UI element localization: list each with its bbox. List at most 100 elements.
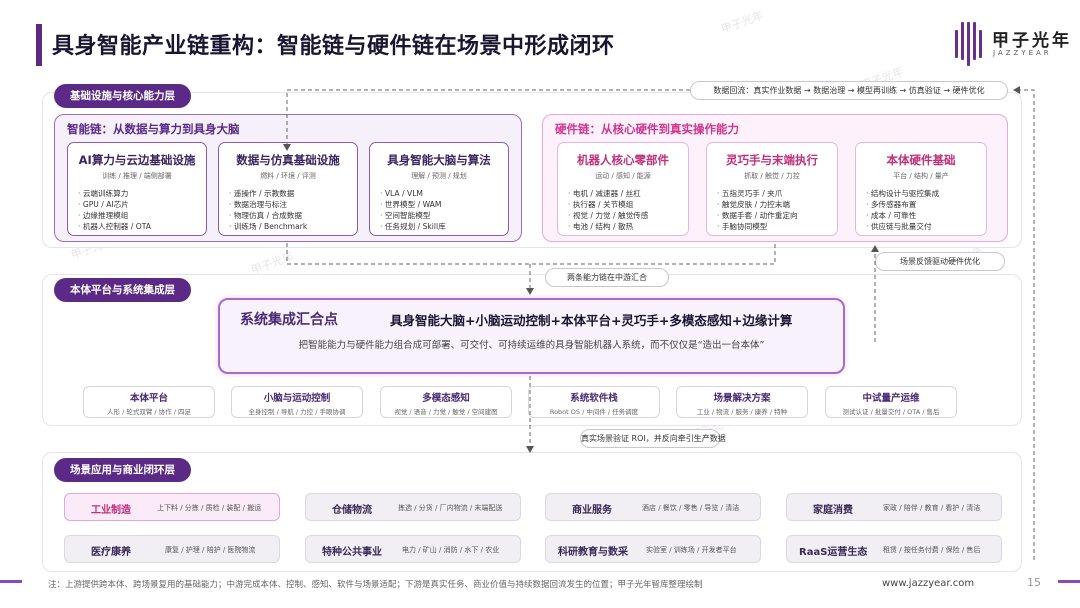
- card-subtitle: 抓取 / 触觉 / 力控: [744, 172, 800, 180]
- scene-subtitle: 酒店 / 餐饮 / 零售 / 导览 / 清洁: [642, 504, 740, 512]
- card-subtitle: 燃料 / 环境 / 评测: [260, 172, 316, 180]
- module-title: 中试量产运维: [862, 393, 920, 404]
- intel-card-data-sim: 数据与仿真基础设施 燃料 / 环境 / 评测 遥操作 / 示教数据 数据治理与标…: [218, 142, 358, 236]
- module-motion-control: 小脑与运动控制 全身控制 / 导航 / 力控 / 手眼协调: [231, 386, 363, 418]
- module-scene-solutions: 场景解决方案 工业 / 物流 / 服务 / 康养 / 特种: [676, 386, 808, 418]
- scene-medical: 医疗康养 康复 / 护理 / 陪护 / 医院物流: [64, 535, 280, 563]
- module-subtitle: Robot OS / 中间件 / 任务调度: [549, 408, 639, 416]
- scene-subtitle: 家政 / 陪伴 / 教育 / 看护 / 清洁: [883, 504, 981, 512]
- layer2-tag: 本体平台与系统集成层: [54, 278, 191, 302]
- scene-subtitle: 拣选 / 分货 / 厂内物流 / 末端配送: [398, 504, 503, 512]
- list-item: 遥操作 / 示教数据: [229, 188, 357, 199]
- scene-title: 医疗康养: [91, 547, 131, 558]
- jazzyear-logo-icon: [955, 22, 985, 66]
- hub-formula: 具身智能大脑+小脑运动控制+本体平台+灵巧手+多模态感知+边缘计算: [390, 313, 793, 328]
- scene-title: 工业制造: [91, 505, 131, 516]
- card-title: 灵巧手与末端执行: [726, 153, 818, 167]
- scene-subtitle: 康复 / 护理 / 陪护 / 医院物流: [165, 546, 256, 554]
- module-subtitle: 全身控制 / 导航 / 力控 / 手眼协调: [248, 408, 346, 416]
- scene-raas: RaaS运营生态 租赁 / 按任务付费 / 保险 / 售后: [786, 535, 1002, 563]
- list-item: 手脑协同模型: [717, 221, 837, 232]
- list-item: VLA / VLM: [380, 188, 508, 199]
- card-title: 本体硬件基础: [886, 153, 956, 167]
- scene-special: 特种公共事业 电力 / 矿山 / 消防 / 水下 / 农业: [305, 535, 521, 563]
- list-item: 结构设计与驱控集成: [866, 188, 986, 199]
- card-subtitle: 平台 / 结构 / 量产: [893, 172, 949, 180]
- card-subtitle: 训练 / 推理 / 端侧部署: [102, 172, 172, 180]
- list-item: 数据手套 / 动作重定向: [717, 210, 837, 221]
- scene-household: 家庭消费 家政 / 陪伴 / 教育 / 看护 / 清洁: [786, 493, 1002, 521]
- list-item: 世界模型 / WAM: [380, 199, 508, 210]
- card-subtitle: 运动 / 感知 / 能源: [595, 172, 651, 180]
- list-item: 空间智能模型: [380, 210, 508, 221]
- list-item: 视觉 / 力觉 / 触觉传感: [568, 210, 688, 221]
- module-title: 系统软件栈: [570, 393, 618, 404]
- module-subtitle: 视觉 / 语音 / 力觉 / 触觉 / 空间建图: [394, 408, 498, 416]
- card-title: 数据与仿真基础设施: [236, 153, 340, 167]
- page-title: 具身智能产业链重构：智能链与硬件链在场景中形成闭环: [52, 34, 615, 59]
- scene-title: 科研教育与数采: [558, 547, 628, 558]
- scene-research: 科研教育与数采 实验室 / 训练场 / 开发者平台: [545, 535, 761, 563]
- list-item: 供应链与批量交付: [866, 221, 986, 232]
- hardware-chain-group: 硬件链：从核心硬件到真实操作能力 机器人核心零部件 运动 / 感知 / 能源 电…: [542, 114, 1008, 242]
- card-title: 机器人核心零部件: [577, 153, 669, 167]
- list-item: 电池 / 结构 / 散热: [568, 221, 688, 232]
- module-subtitle: 人形 / 轮式双臂 / 协作 / 四足: [107, 408, 191, 416]
- intelligence-chain-group: 智能链：从数据与算力到具身大脑 AI算力与云边基础设施 训练 / 推理 / 端侧…: [54, 114, 522, 242]
- hw-card-dexterous-hand: 灵巧手与末端执行 抓取 / 触觉 / 力控 五指灵巧手 / 夹爪 触觉皮肤 / …: [706, 142, 838, 236]
- scene-logistics: 仓储物流 拣选 / 分货 / 厂内物流 / 末端配送: [305, 493, 521, 521]
- logo-name-cn: 甲子光年: [992, 31, 1072, 51]
- title-accent-bar: [36, 24, 42, 66]
- footnote: 注：上游提供跨本体、跨场景复用的基础能力；中游完成本体、控制、感知、软件与场景适…: [48, 580, 703, 590]
- list-item: 边缘推理模组: [78, 210, 206, 221]
- integration-hub: 系统集成汇合点 具身智能大脑+小脑运动控制+本体平台+灵巧手+多模态感知+边缘计…: [218, 298, 845, 374]
- scene-subtitle: 电力 / 矿山 / 消防 / 水下 / 农业: [402, 546, 500, 554]
- module-production-ops: 中试量产运维 测试认证 / 批量交付 / OTA / 售后: [825, 386, 957, 418]
- converge-label: 两条能力链在中游汇合: [545, 268, 669, 287]
- scene-title: 仓储物流: [332, 505, 372, 516]
- intel-card-compute: AI算力与云边基础设施 训练 / 推理 / 端侧部署 云端训练算力 GPU / …: [67, 142, 207, 236]
- module-title: 本体平台: [129, 393, 168, 404]
- list-item: GPU / AI芯片: [78, 199, 206, 210]
- website-link[interactable]: www.jazzyear.com: [882, 578, 975, 589]
- card-title: 具身智能大脑与算法: [387, 153, 491, 167]
- list-item: 物理仿真 / 合成数据: [229, 210, 357, 221]
- scene-industrial: 工业制造 上下料 / 分拣 / 质检 / 装配 / 搬运: [64, 493, 280, 521]
- module-title: 场景解决方案: [713, 393, 771, 404]
- scene-subtitle: 实验室 / 训练场 / 开发者平台: [646, 546, 737, 554]
- logo-name-en: JAZZYEAR: [993, 49, 1052, 57]
- module-title: 小脑与运动控制: [263, 393, 331, 404]
- list-item: 任务规划 / Skill库: [380, 221, 508, 232]
- hw-card-body: 本体硬件基础 平台 / 结构 / 量产 结构设计与驱控集成 多传感器布置 成本 …: [855, 142, 987, 236]
- scene-title: 商业服务: [572, 505, 612, 516]
- module-title: 多模态感知: [422, 393, 470, 404]
- intelligence-chain-title: 智能链：从数据与算力到具身大脑: [67, 122, 240, 136]
- list-item: 多传感器布置: [866, 199, 986, 210]
- card-subtitle: 理解 / 预测 / 规划: [411, 172, 467, 180]
- scene-title: 特种公共事业: [322, 547, 382, 558]
- module-body-platform: 本体平台 人形 / 轮式双臂 / 协作 / 四足: [83, 386, 215, 418]
- data-loop-banner: 数据回流：真实作业数据 → 数据治理 → 模型再训练 → 仿真验证 → 硬件优化: [690, 81, 1008, 100]
- list-item: 五指灵巧手 / 夹爪: [717, 188, 837, 199]
- hw-card-components: 机器人核心零部件 运动 / 感知 / 能源 电机 / 减速器 / 丝杠 执行器 …: [557, 142, 689, 236]
- hub-description: 把智能能力与硬件能力组合成可部署、可交付、可持续运维的具身智能机器人系统，而不仅…: [298, 340, 765, 351]
- intel-card-brain: 具身智能大脑与算法 理解 / 预测 / 规划 VLA / VLM 世界模型 / …: [369, 142, 509, 236]
- module-subtitle: 工业 / 物流 / 服务 / 康养 / 特种: [696, 408, 788, 416]
- list-item: 训练场 / Benchmark: [229, 221, 357, 232]
- scene-commercial: 商业服务 酒店 / 餐饮 / 零售 / 导览 / 清洁: [545, 493, 761, 521]
- list-item: 触觉皮肤 / 力控末端: [717, 199, 837, 210]
- layer1-tag: 基础设施与核心能力层: [54, 84, 191, 108]
- list-item: 成本 / 可靠性: [866, 210, 986, 221]
- module-software-stack: 系统软件栈 Robot OS / 中间件 / 任务调度: [528, 386, 660, 418]
- list-item: 云端训练算力: [78, 188, 206, 199]
- list-item: 执行器 / 关节模组: [568, 199, 688, 210]
- feedback-label: 场景反馈驱动硬件优化: [875, 252, 1005, 271]
- scene-title: RaaS运营生态: [799, 547, 868, 558]
- data-loop-return-arrow: [283, 89, 690, 151]
- footer-accent-left: [0, 580, 22, 583]
- list-item: 电机 / 减速器 / 丝杠: [568, 188, 688, 199]
- list-item: 机器人控制器 / OTA: [78, 221, 206, 232]
- scene-subtitle: 上下料 / 分拣 / 质检 / 装配 / 搬运: [157, 504, 262, 512]
- scene-subtitle: 租赁 / 按任务付费 / 保险 / 售后: [883, 546, 981, 554]
